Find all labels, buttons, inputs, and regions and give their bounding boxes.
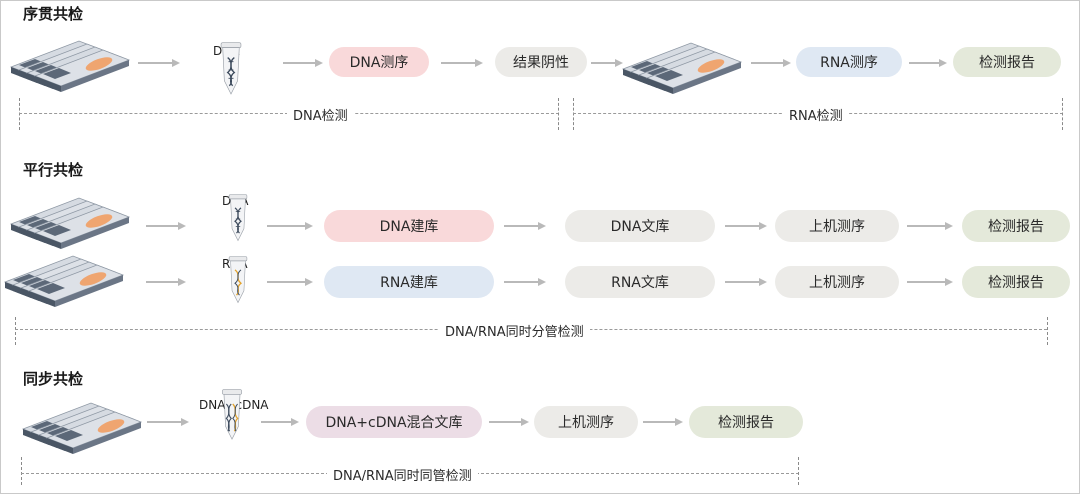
dna-sequencing-step: DNA测序 xyxy=(329,47,429,77)
rna-tube-icon xyxy=(221,255,255,307)
rna-sequencing-step: 上机测序 xyxy=(775,266,899,298)
synchronous-span-label: DNA/RNA同时同管检测 xyxy=(327,465,478,484)
rna-report-step: 检测报告 xyxy=(962,266,1070,298)
negative-result-step: 结果阴性 xyxy=(495,47,587,77)
arrow-icon xyxy=(907,277,953,287)
tissue-slides-icon xyxy=(9,186,139,251)
arrow-icon xyxy=(283,58,323,68)
arrow-icon xyxy=(909,58,947,68)
arrow-icon xyxy=(267,277,313,287)
dna-sequencing-step: 上机测序 xyxy=(775,210,899,242)
span-bracket-left xyxy=(573,98,574,130)
span-bracket-left xyxy=(21,457,22,485)
arrow-icon xyxy=(489,417,529,427)
arrow-icon xyxy=(261,417,299,427)
dna-tube-icon xyxy=(213,41,249,99)
dna-report-step: 检测报告 xyxy=(962,210,1070,242)
mixed-tube-icon xyxy=(215,388,249,444)
arrow-icon xyxy=(504,221,546,231)
arrow-icon xyxy=(725,221,767,231)
arrow-icon xyxy=(147,417,189,427)
arrow-icon xyxy=(591,58,623,68)
tissue-slides-icon xyxy=(3,244,133,309)
arrow-icon xyxy=(751,58,791,68)
dna-library-step: DNA文库 xyxy=(565,210,715,242)
parallel-span-label: DNA/RNA同时分管检测 xyxy=(439,321,590,340)
rna-library-build-step: RNA建库 xyxy=(324,266,494,298)
arrow-icon xyxy=(146,277,186,287)
arrow-icon xyxy=(138,58,180,68)
arrow-icon xyxy=(725,277,767,287)
synchronous-section-title: 同步共检 xyxy=(23,370,84,388)
span-bracket-right xyxy=(798,457,799,485)
arrow-icon xyxy=(504,277,546,287)
dna-library-build-step: DNA建库 xyxy=(324,210,494,242)
sequencing-step: 上机测序 xyxy=(534,406,638,438)
arrow-icon xyxy=(643,417,683,427)
report-step: 检测报告 xyxy=(689,406,803,438)
span-bracket-right xyxy=(1062,98,1063,130)
parallel-section-title: 平行共检 xyxy=(23,161,84,179)
span-bracket-right xyxy=(558,98,559,130)
rna-span-label: RNA检测 xyxy=(783,105,849,124)
span-bracket-left xyxy=(15,317,16,345)
rna-library-step: RNA文库 xyxy=(565,266,715,298)
dna-span-label: DNA检测 xyxy=(287,105,354,124)
arrow-icon xyxy=(907,221,953,231)
arrow-icon xyxy=(441,58,483,68)
tissue-slides-icon xyxy=(621,31,751,96)
mixed-library-step: DNA+cDNA混合文库 xyxy=(306,406,482,438)
arrow-icon xyxy=(146,221,186,231)
rna-sequencing-step: RNA测序 xyxy=(796,47,902,77)
tissue-slides-icon xyxy=(21,391,151,456)
span-bracket-left xyxy=(19,98,20,130)
sequential-section-title: 序贯共检 xyxy=(23,5,84,23)
arrow-icon xyxy=(267,221,313,231)
span-bracket-right xyxy=(1047,317,1048,345)
report-step: 检测报告 xyxy=(953,47,1061,77)
dna-tube-icon xyxy=(221,193,255,245)
tissue-slides-icon xyxy=(9,29,139,94)
